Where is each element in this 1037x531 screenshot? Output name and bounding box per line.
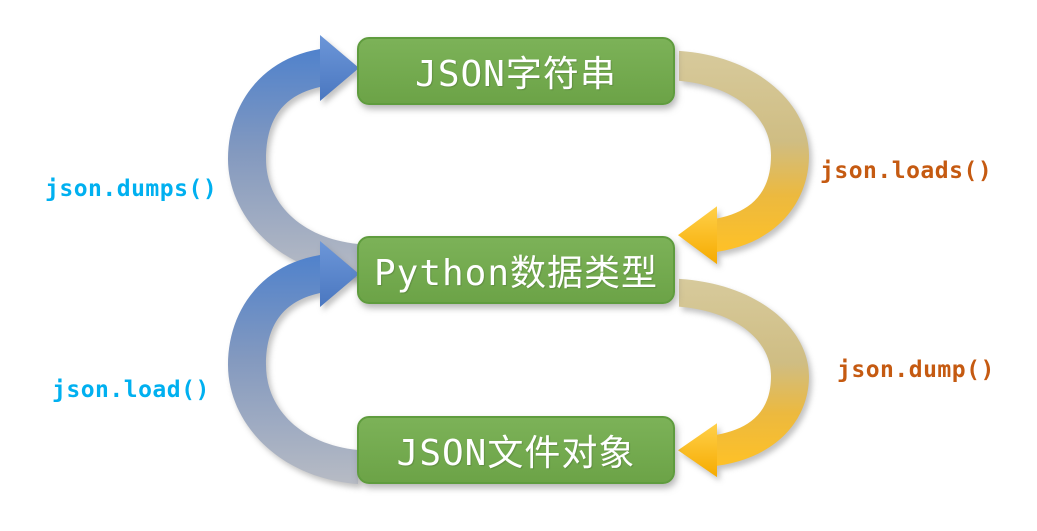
curved-arrow-json-dumps-icon xyxy=(228,35,359,278)
node-python-data-type-label: Python数据类型 xyxy=(373,253,659,294)
arrow-label-json-dumps: json.dumps() xyxy=(45,176,218,202)
curved-arrow-json-dump-icon xyxy=(678,278,809,478)
node-json-string-label: JSON字符串 xyxy=(415,54,617,95)
arrow-label-json-load: json.load() xyxy=(52,377,210,403)
node-json-file-object-label: JSON文件对象 xyxy=(396,433,636,474)
arrow-label-json-dump: json.dump() xyxy=(837,357,995,383)
curved-arrow-json-loads-icon xyxy=(678,50,809,265)
node-json-string: JSON字符串 xyxy=(357,37,675,105)
curved-arrow-json-load-icon xyxy=(228,241,359,484)
node-json-file-object: JSON文件对象 xyxy=(357,416,675,484)
node-python-data-type: Python数据类型 xyxy=(357,236,675,304)
arrow-label-json-loads: json.loads() xyxy=(820,158,993,184)
